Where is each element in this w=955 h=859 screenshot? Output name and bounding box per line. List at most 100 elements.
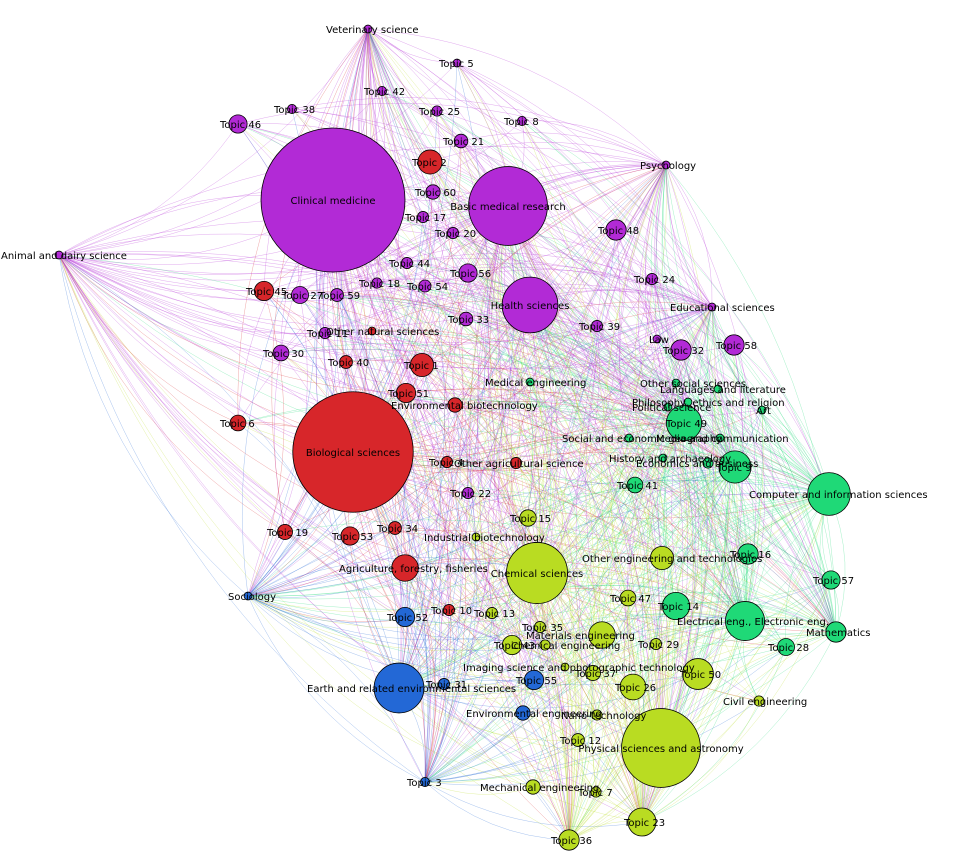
node-sociology[interactable] — [243, 591, 253, 601]
node-t27[interactable] — [291, 286, 309, 304]
node-bio[interactable] — [292, 391, 414, 513]
node-t38[interactable] — [287, 104, 297, 114]
node-t36[interactable] — [558, 829, 580, 851]
node-t50[interactable] — [682, 658, 714, 690]
node-t34[interactable] — [388, 521, 402, 535]
node-t41[interactable] — [626, 476, 644, 494]
node-t49[interactable] — [665, 404, 703, 442]
node-vet[interactable] — [363, 24, 373, 34]
node-t44[interactable] — [401, 257, 413, 269]
node-other-soc[interactable] — [671, 378, 681, 388]
node-t25[interactable] — [431, 105, 443, 117]
node-t2[interactable] — [417, 149, 443, 175]
node-t53[interactable] — [340, 526, 360, 546]
node-t57[interactable] — [821, 570, 841, 590]
node-psych[interactable] — [661, 160, 671, 170]
node-t19[interactable] — [277, 524, 293, 540]
node-t58[interactable] — [723, 334, 745, 356]
node-t30[interactable] — [272, 344, 290, 362]
node-t14[interactable] — [661, 591, 691, 621]
node-nano[interactable] — [591, 709, 603, 721]
node-t52[interactable] — [394, 606, 416, 628]
node-t56[interactable] — [458, 263, 478, 283]
node-art[interactable] — [757, 405, 767, 415]
node-chem-eng[interactable] — [539, 639, 551, 651]
node-imaging[interactable] — [560, 662, 570, 672]
node-econ[interactable] — [702, 457, 714, 469]
node-t9[interactable] — [718, 450, 752, 484]
node-t3[interactable] — [420, 777, 430, 787]
node-phys[interactable] — [621, 708, 701, 788]
node-polsci[interactable] — [663, 402, 673, 412]
node-earth[interactable] — [373, 662, 425, 714]
node-t24[interactable] — [646, 273, 658, 285]
node-animal[interactable] — [54, 250, 64, 260]
node-health[interactable] — [501, 276, 559, 334]
node-t46[interactable] — [228, 114, 248, 134]
node-t32[interactable] — [670, 339, 692, 361]
node-t5[interactable] — [452, 58, 462, 68]
node-law[interactable] — [652, 334, 662, 344]
node-med-eng[interactable] — [525, 377, 535, 387]
node-t42[interactable] — [377, 86, 387, 96]
node-basic-med[interactable] — [468, 166, 548, 246]
node-t13[interactable] — [486, 607, 498, 619]
node-env-biotech[interactable] — [447, 397, 463, 413]
node-t23[interactable] — [627, 807, 657, 837]
node-t31[interactable] — [438, 678, 450, 690]
node-lang[interactable] — [713, 384, 723, 394]
node-ind-biotech[interactable] — [471, 532, 481, 542]
node-t22[interactable] — [462, 487, 474, 499]
label-elec: Electrical eng., Electronic eng. — [677, 617, 829, 628]
node-t20[interactable] — [447, 227, 459, 239]
node-t15[interactable] — [519, 509, 537, 527]
node-t18[interactable] — [371, 277, 383, 289]
node-t54[interactable] — [418, 279, 432, 293]
node-t4[interactable] — [441, 456, 453, 468]
node-t21[interactable] — [453, 133, 469, 149]
node-t29[interactable] — [650, 638, 662, 650]
node-math[interactable] — [825, 621, 847, 643]
node-t26[interactable] — [619, 673, 647, 701]
node-mat-eng[interactable] — [588, 621, 616, 649]
node-hist[interactable] — [658, 453, 668, 463]
node-t59[interactable] — [330, 288, 344, 302]
node-other-eng[interactable] — [649, 545, 675, 571]
node-t45[interactable] — [253, 280, 275, 302]
node-media[interactable] — [715, 433, 725, 443]
node-other-nat[interactable] — [367, 326, 377, 336]
node-env-eng[interactable] — [515, 705, 531, 721]
node-t55[interactable] — [523, 669, 545, 691]
node-t43[interactable] — [501, 634, 523, 656]
node-chem[interactable] — [506, 542, 568, 604]
node-t7[interactable] — [590, 786, 602, 798]
node-phil[interactable] — [683, 397, 693, 407]
node-t6[interactable] — [229, 414, 247, 432]
node-soc-econ[interactable] — [624, 433, 634, 443]
node-civil[interactable] — [753, 695, 765, 707]
node-t12[interactable] — [571, 733, 585, 747]
node-agri[interactable] — [391, 554, 419, 582]
node-t39[interactable] — [591, 320, 603, 332]
node-clinical[interactable] — [260, 127, 406, 273]
node-t40[interactable] — [339, 355, 353, 369]
node-t1[interactable] — [409, 352, 435, 378]
node-other-agri[interactable] — [510, 457, 522, 469]
node-elec[interactable] — [725, 601, 765, 641]
node-t37[interactable] — [585, 665, 601, 681]
node-t10[interactable] — [443, 604, 455, 616]
node-cis[interactable] — [807, 472, 851, 516]
node-t17[interactable] — [417, 211, 429, 223]
node-mech-eng[interactable] — [525, 779, 541, 795]
node-t16[interactable] — [737, 543, 759, 565]
node-t11[interactable] — [319, 327, 331, 339]
node-edu[interactable] — [707, 302, 717, 312]
node-t47[interactable] — [619, 589, 637, 607]
node-t35[interactable] — [534, 621, 546, 633]
node-t48[interactable] — [605, 219, 627, 241]
node-t33[interactable] — [458, 311, 474, 327]
node-t51[interactable] — [395, 382, 417, 404]
node-t28[interactable] — [777, 638, 795, 656]
node-t60[interactable] — [425, 184, 441, 200]
node-t8[interactable] — [517, 116, 527, 126]
